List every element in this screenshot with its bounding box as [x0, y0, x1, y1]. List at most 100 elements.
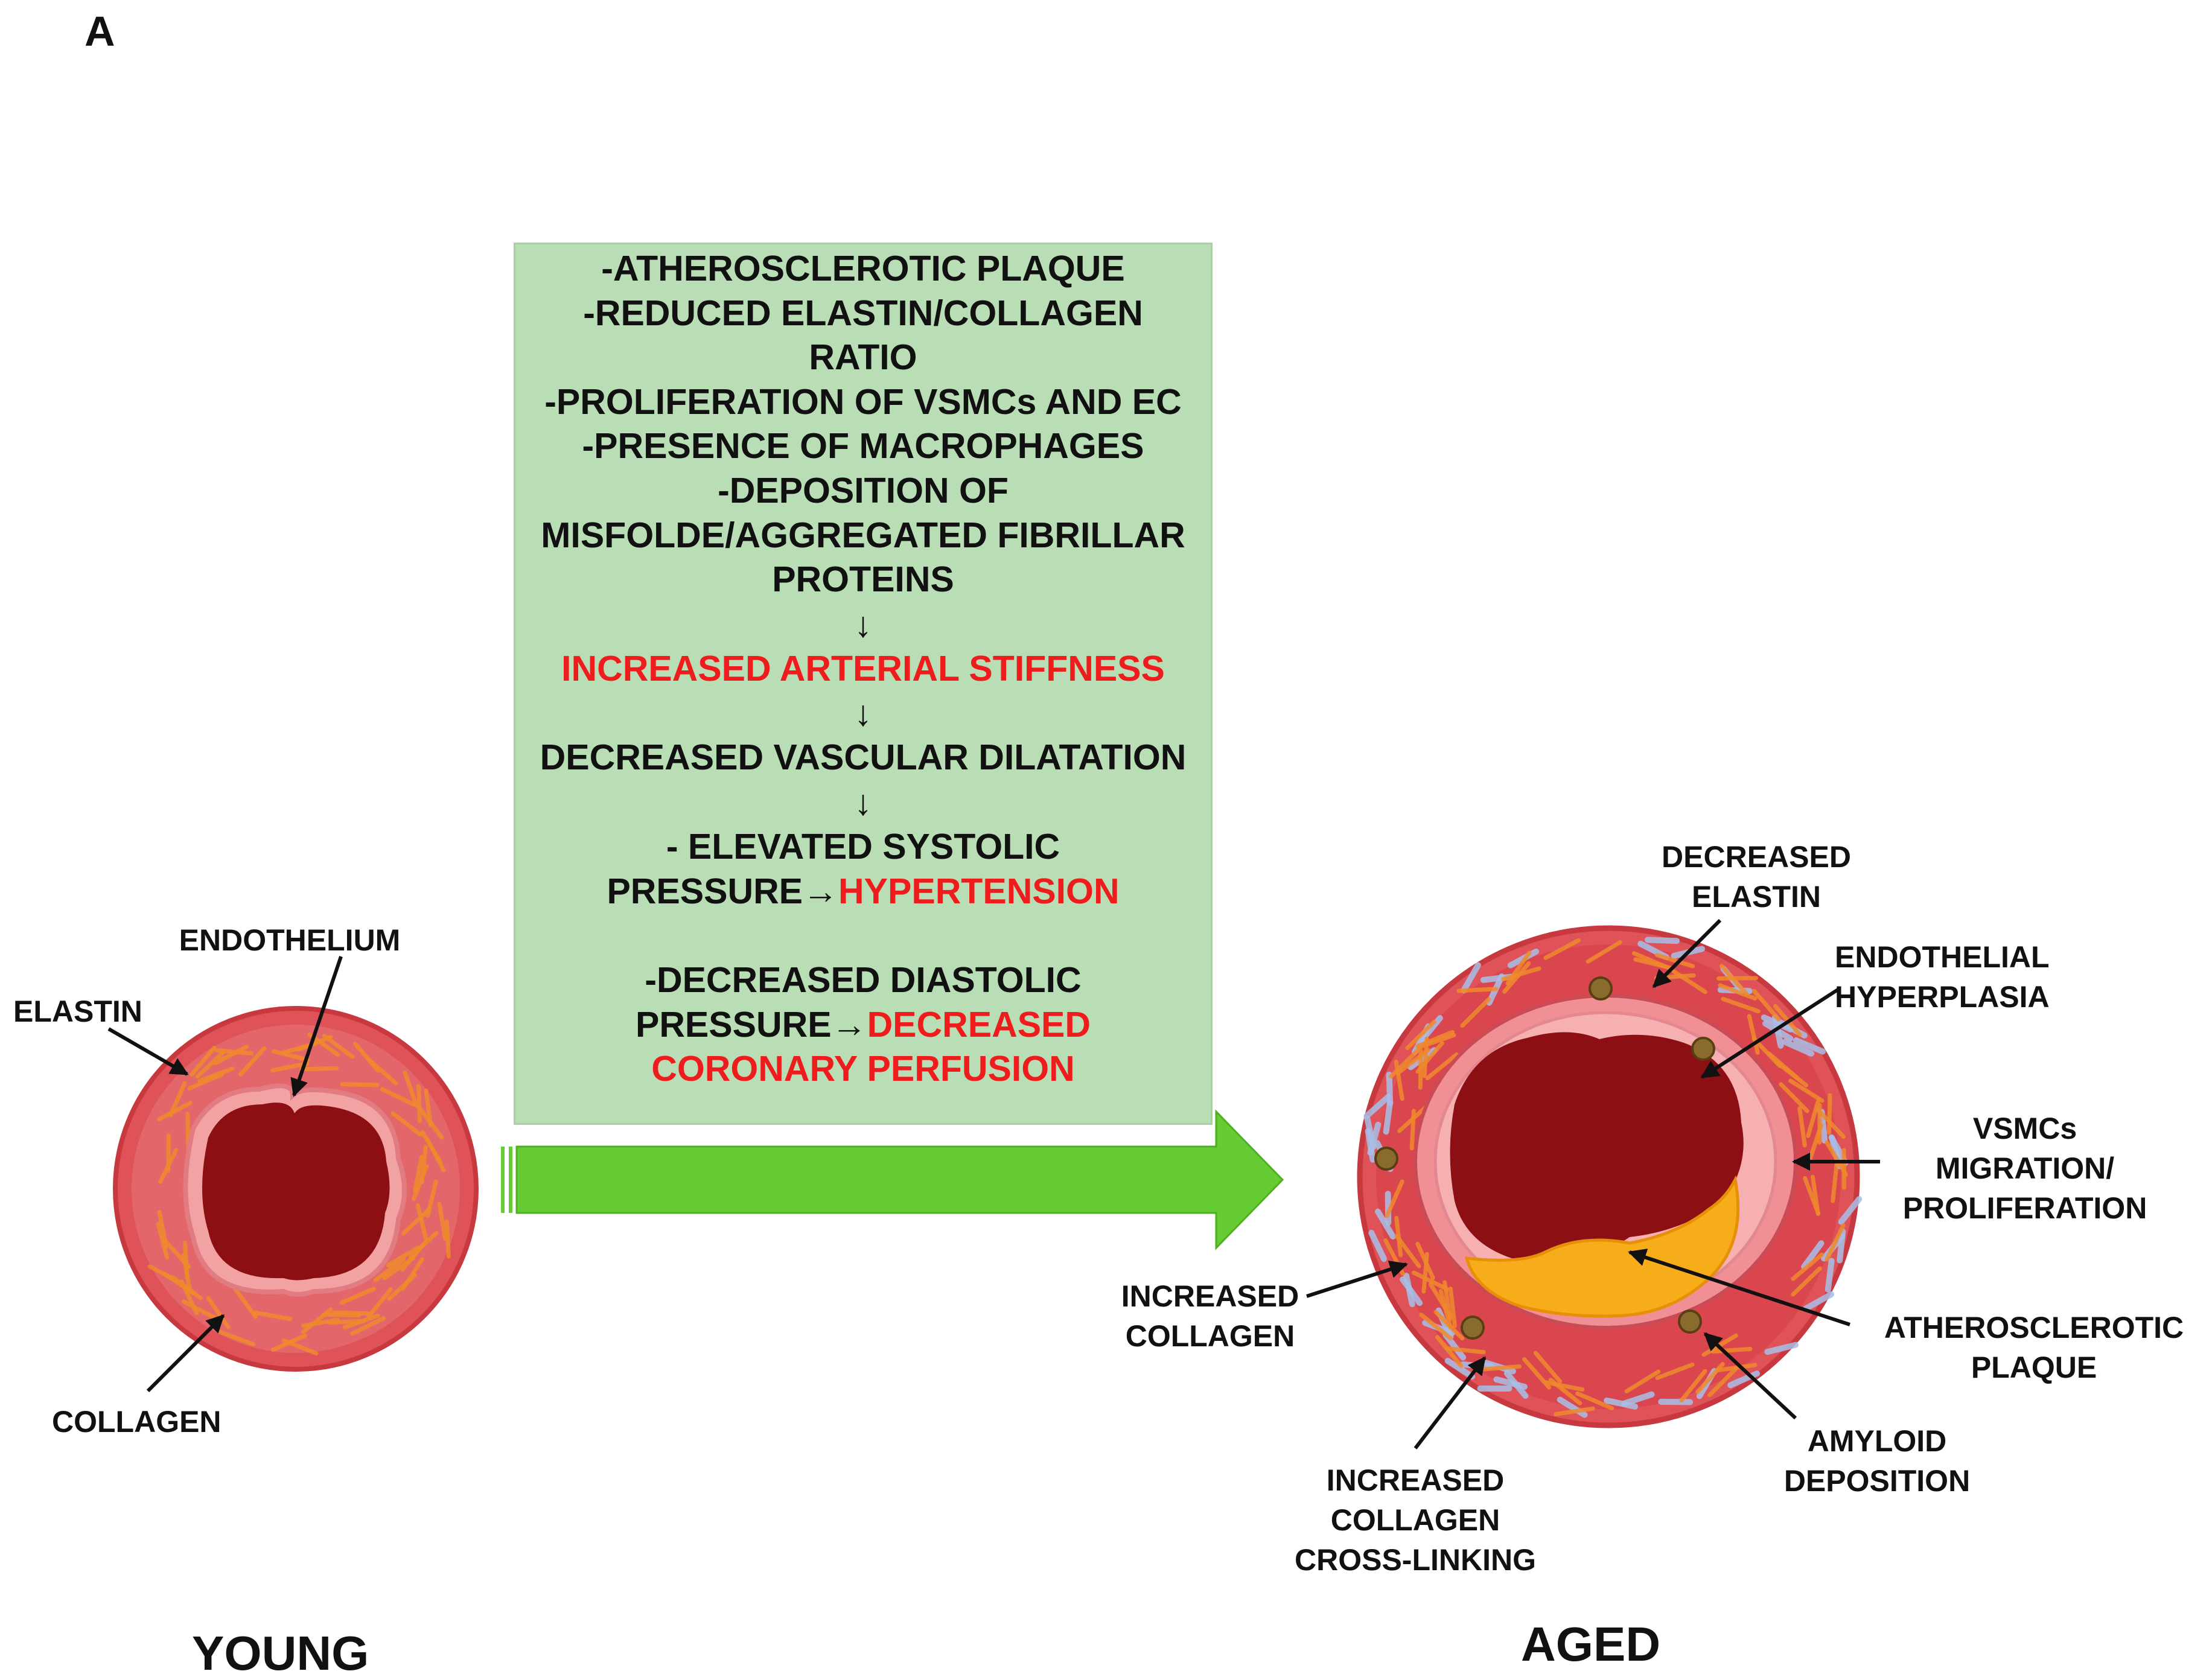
- diastolic-prefix: PRESSURE→: [635, 1004, 867, 1045]
- collagen-fiber: [1718, 983, 1758, 1001]
- collagen-fiber: [342, 1313, 380, 1330]
- leader-elastin: [107, 1027, 189, 1076]
- collagen-fiber: [1727, 1370, 1761, 1389]
- collagen-fiber: [1747, 1014, 1760, 1055]
- collagen-fiber: [1825, 1258, 1835, 1293]
- collagen-fiber: [415, 1203, 429, 1242]
- young-title: YOUNG: [192, 1626, 369, 1677]
- collagen-fiber: [1389, 1048, 1420, 1079]
- decreased-outcome: DECREASED: [867, 1004, 1091, 1045]
- collagen-fiber: [1751, 988, 1781, 1022]
- collagen-fiber: [444, 1219, 451, 1259]
- collagen-fiber: [1444, 1346, 1486, 1355]
- collagen-fiber: [340, 1082, 380, 1087]
- collagen-fiber: [301, 1307, 333, 1334]
- hypertension-outcome: HYPERTENSION: [838, 871, 1120, 911]
- diastolic-result-line: PRESSURE→DECREASED: [515, 1003, 1211, 1048]
- collagen-fiber: [1375, 1208, 1396, 1239]
- aged-atherosclerotic-plaque: [1464, 1175, 1740, 1318]
- label-atherosclerotic-plaque: ATHEROSCLEROTIC PLAQUE: [1884, 1311, 2184, 1384]
- label-amyloid-deposition: AMYLOID DEPOSITION: [1783, 1424, 1971, 1498]
- collagen-fiber: [1831, 1161, 1839, 1203]
- collagen-fiber: [1365, 1128, 1376, 1163]
- collagen-fiber: [299, 1066, 339, 1072]
- collagen-fiber: [403, 1070, 419, 1108]
- stiffness-outcome: INCREASED ARTERIAL STIFFNESS: [561, 648, 1165, 689]
- collagen-fiber: [189, 1045, 217, 1077]
- collagen-fiber: [232, 1286, 258, 1319]
- collagen-fiber: [426, 1179, 438, 1218]
- collagen-fiber: [197, 1066, 235, 1083]
- aged-artery: [1357, 925, 1863, 1428]
- collagen-fiber: [1433, 1309, 1465, 1341]
- collagen-fiber: [1575, 1391, 1614, 1411]
- collagen-fiber: [158, 1148, 179, 1184]
- collagen-fiber: [1803, 1291, 1835, 1312]
- collagen-fiber: [1419, 1313, 1453, 1340]
- leader-lines: [107, 918, 1880, 1449]
- collagen-fiber: [195, 1050, 226, 1079]
- cause-line: MISFOLDE/AGGREGATED FIBRILLAR: [541, 515, 1185, 555]
- collagen-fiber: [1797, 1106, 1807, 1148]
- collagen-fiber: [1716, 976, 1758, 981]
- systolic-result-line: PRESSURE→HYPERTENSION: [515, 870, 1211, 914]
- collagen-fiber: [418, 1107, 444, 1140]
- aged-lumen: [1450, 1032, 1744, 1264]
- collagen-fiber: [1655, 953, 1695, 969]
- collagen-fiber: [1791, 1266, 1822, 1297]
- collagen-fiber: [1710, 1346, 1753, 1354]
- collagen-fiber: [350, 1316, 386, 1336]
- collagen-fiber: [1543, 938, 1581, 960]
- systolic-prefix: PRESSURE→: [607, 871, 839, 911]
- collagen-fiber: [1604, 1397, 1639, 1410]
- label-increased-collagen: INCREASED COLLAGEN: [1121, 1279, 1299, 1353]
- down-arrow-icon: ↓: [854, 782, 872, 823]
- leader-endothelial-hyperplasia: [1700, 988, 1839, 1079]
- collagen-fiber: [156, 1221, 170, 1260]
- collagen-fiber: [1403, 1273, 1415, 1308]
- collagen-fiber: [1415, 1241, 1435, 1281]
- label-decreased-elastin: DECREASED ELASTIN: [1662, 840, 1851, 914]
- down-arrow-icon: ↓: [854, 604, 872, 644]
- collagen-fiber: [1503, 1370, 1529, 1399]
- collagen-fiber: [400, 1240, 427, 1271]
- collagen-fiber: [373, 1256, 406, 1282]
- diastolic-line: -DECREASED DIASTOLIC: [645, 960, 1082, 1001]
- collagen-fiber: [1394, 1233, 1421, 1268]
- label-increased-collagen-crosslinking: INCREASED COLLAGEN CROSS-LINKING: [1295, 1463, 1536, 1577]
- collagen-fiber: [1411, 1270, 1450, 1291]
- collagen-fiber: [1586, 940, 1622, 964]
- young-collagen-fibers: [147, 1032, 451, 1356]
- collagen-fiber: [412, 1154, 424, 1194]
- collagen-fiber: [281, 1338, 319, 1356]
- collagen-fiber: [1397, 1104, 1430, 1133]
- collagen-fiber: [1624, 1369, 1661, 1394]
- collagen-fiber: [1801, 1240, 1825, 1270]
- aged-title: AGED: [1521, 1617, 1661, 1671]
- collagen-fiber: [1779, 1082, 1809, 1113]
- collagen-fiber: [1826, 1093, 1832, 1135]
- collagen-fiber: [1428, 1282, 1453, 1319]
- collagen-fiber: [1782, 1039, 1815, 1057]
- collagen-fiber: [416, 1084, 422, 1124]
- coronary-perfusion-outcome: CORONARY PERFUSION: [651, 1049, 1075, 1089]
- collagen-fiber: [437, 1202, 448, 1241]
- collagen-fiber: [206, 1296, 231, 1329]
- cause-line: PROTEINS: [772, 559, 954, 600]
- collagen-fiber: [1405, 1019, 1436, 1051]
- young-artery: [113, 1006, 479, 1372]
- collagen-fiber: [157, 1101, 193, 1122]
- collagen-fiber: [270, 1061, 310, 1073]
- collagen-fiber: [1461, 962, 1481, 994]
- collagen-fiber: [1806, 1098, 1821, 1138]
- collagen-fiber: [238, 1046, 267, 1077]
- collagen-fiber: [387, 1273, 418, 1301]
- systolic-line: - ELEVATED SYSTOLIC: [666, 826, 1060, 867]
- collagen-fiber: [1435, 1335, 1464, 1369]
- label-endothelium: ENDOTHELIUM: [179, 923, 401, 957]
- collagen-fiber: [1655, 1362, 1695, 1380]
- leader-endothelium: [290, 956, 343, 1097]
- collagen-fiber: [380, 1087, 416, 1107]
- amyloid-deposits: [1374, 976, 1715, 1340]
- collagen-fiber: [1385, 1179, 1404, 1218]
